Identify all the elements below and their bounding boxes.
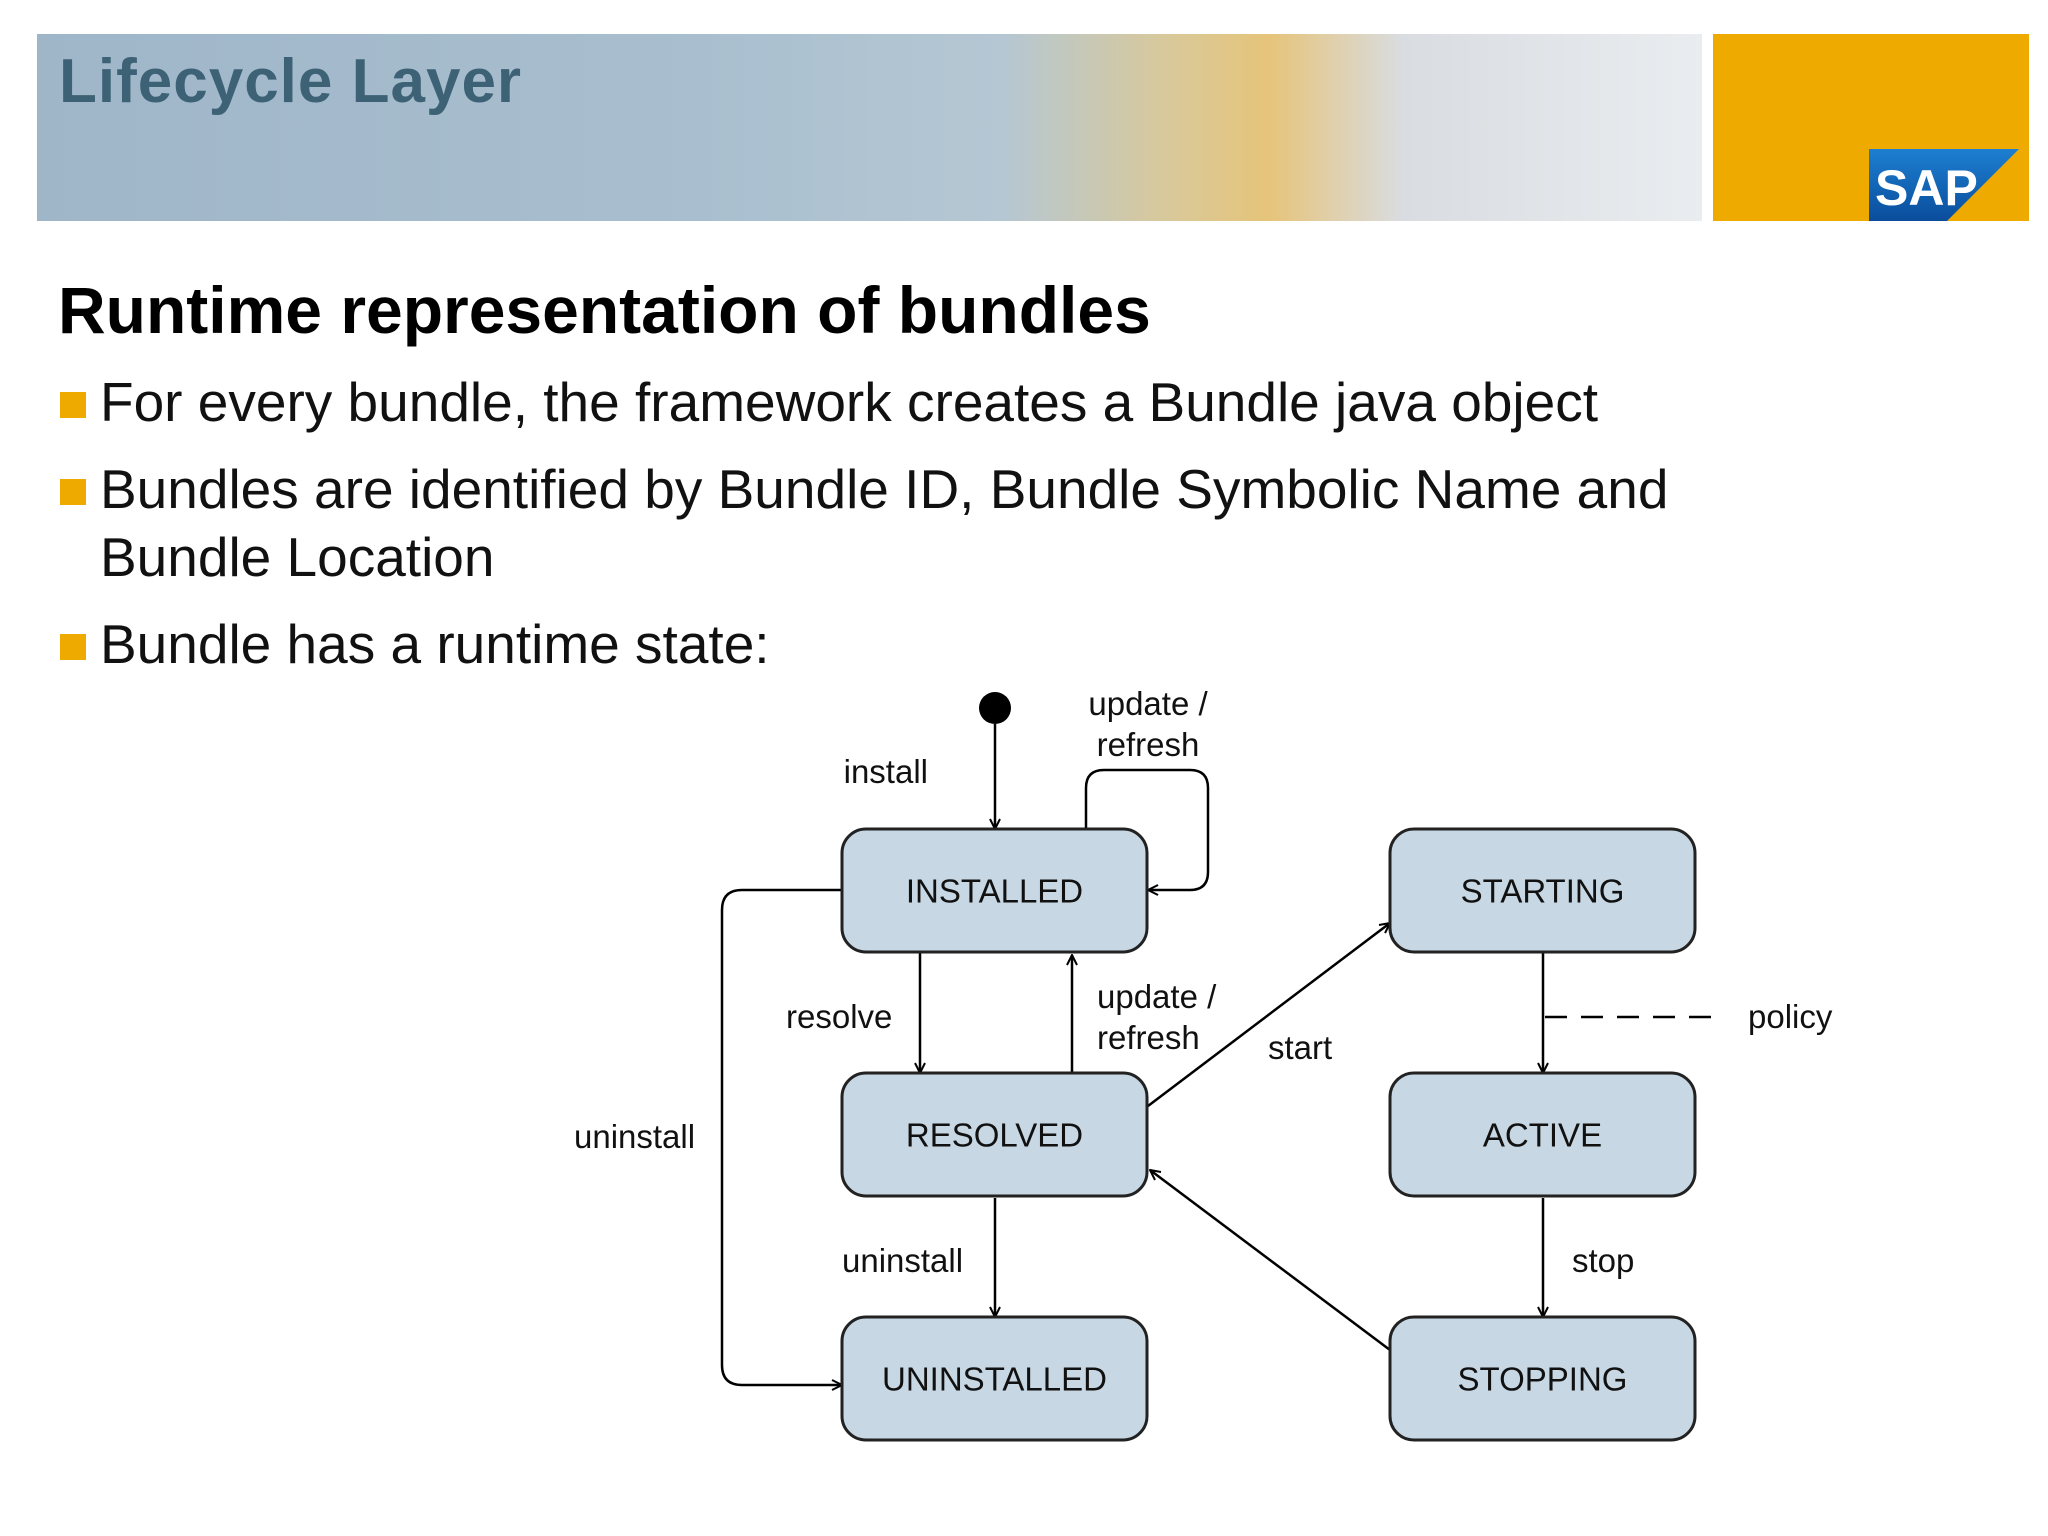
label-update-refresh-mid-line2: refresh bbox=[1097, 1019, 1200, 1056]
state-label-starting: STARTING bbox=[1461, 873, 1625, 910]
label-update-refresh-top-line2: refresh bbox=[1097, 726, 1200, 763]
state-label-resolved: RESOLVED bbox=[906, 1117, 1083, 1154]
label-install: install bbox=[844, 753, 928, 790]
bullet-item: Bundles are identified by Bundle ID, Bun… bbox=[58, 455, 1800, 591]
label-start: start bbox=[1268, 1029, 1332, 1066]
start-arrow bbox=[1147, 923, 1390, 1107]
initial-node bbox=[979, 692, 1011, 724]
sap-logo-icon: SAP bbox=[1869, 149, 2019, 221]
label-update-refresh-top-line1: update / bbox=[1088, 685, 1208, 722]
header-title: Lifecycle Layer bbox=[59, 47, 523, 116]
sap-logo-block: SAP bbox=[1713, 34, 2029, 221]
state-active bbox=[1388, 1071, 1697, 1198]
bullet-item: For every bundle, the framework creates … bbox=[58, 368, 1958, 436]
state-installed bbox=[840, 827, 1149, 954]
stopping-to-resolved-arrow bbox=[1150, 1170, 1391, 1351]
bullet-square-icon bbox=[60, 634, 86, 660]
bullet-item: Bundle has a runtime state: bbox=[58, 610, 1958, 678]
bullet-list: For every bundle, the framework creates … bbox=[58, 368, 1958, 697]
uninstall-from-installed-arrow bbox=[720, 888, 842, 1385]
label-uninstall-left: uninstall bbox=[574, 1118, 695, 1155]
label-resolve: resolve bbox=[786, 998, 892, 1035]
state-stopping bbox=[1388, 1315, 1697, 1442]
state-label-installed: INSTALLED bbox=[906, 873, 1083, 910]
bullet-text: Bundle has a runtime state: bbox=[100, 613, 770, 675]
bullet-square-icon bbox=[60, 392, 86, 418]
bullet-text: For every bundle, the framework creates … bbox=[100, 371, 1598, 433]
update-refresh-loop-arrow bbox=[1084, 768, 1210, 890]
label-policy: policy bbox=[1748, 998, 1833, 1035]
label-stop: stop bbox=[1572, 1242, 1634, 1279]
state-uninstalled bbox=[840, 1315, 1149, 1442]
state-label-active: ACTIVE bbox=[1483, 1117, 1602, 1154]
bullet-square-icon bbox=[60, 479, 86, 505]
svg-text:SAP: SAP bbox=[1875, 160, 1978, 216]
state-resolved bbox=[840, 1071, 1149, 1198]
label-uninstall-mid: uninstall bbox=[842, 1242, 963, 1279]
header-band: Lifecycle Layer bbox=[37, 34, 1702, 221]
state-starting bbox=[1388, 827, 1697, 954]
bullet-text: Bundles are identified by Bundle ID, Bun… bbox=[100, 458, 1669, 588]
state-label-uninstalled: UNINSTALLED bbox=[882, 1361, 1107, 1398]
label-update-refresh-mid-line1: update / bbox=[1097, 978, 1217, 1015]
slide-title: Runtime representation of bundles bbox=[58, 273, 1151, 347]
state-label-stopping: STOPPING bbox=[1458, 1361, 1628, 1398]
